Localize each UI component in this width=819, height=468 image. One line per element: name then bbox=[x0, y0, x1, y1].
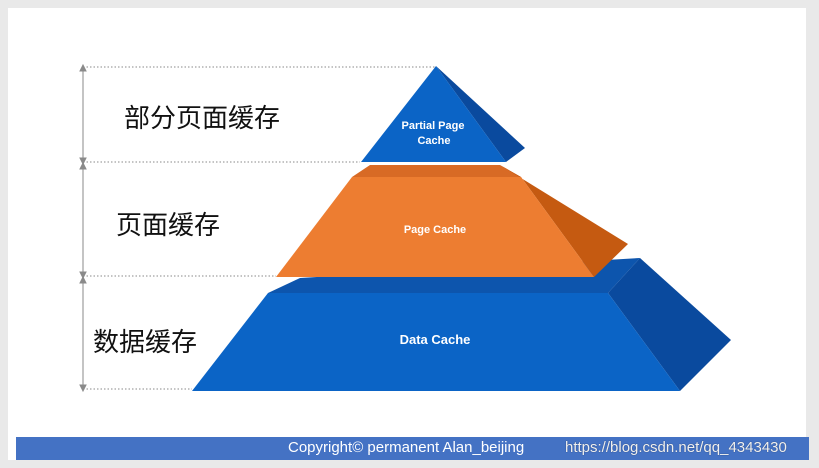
copyright-text: Copyright© permanent Alan_beijing bbox=[288, 439, 525, 456]
page-cache-front-face bbox=[276, 177, 594, 277]
dimension-arrows bbox=[79, 63, 87, 393]
data-cache-front-face bbox=[192, 293, 680, 391]
data-cache-side-face bbox=[608, 258, 731, 391]
footer-bar bbox=[16, 437, 809, 460]
csdn-watermark: https://blog.csdn.net/qq_4343430 bbox=[565, 439, 787, 456]
partial-cache-label-line1: Partial Page bbox=[402, 120, 465, 132]
partial-cache-side-face bbox=[436, 66, 525, 162]
page-cache-top-face bbox=[352, 165, 521, 177]
partial-cache-front-face bbox=[361, 66, 506, 162]
page-cache-label: Page Cache bbox=[404, 224, 466, 236]
page-cache-tier bbox=[276, 165, 628, 277]
data-cache-tier bbox=[192, 258, 731, 391]
page-cache-side-label: 页面缓存 bbox=[116, 211, 221, 241]
page-cache-side-face bbox=[500, 165, 628, 277]
partial-page-cache-side-label: 部分页面缓存 bbox=[124, 104, 281, 134]
guide-lines bbox=[83, 66, 436, 390]
partial-page-cache-tier bbox=[361, 66, 525, 162]
data-cache-label: Data Cache bbox=[400, 332, 471, 347]
data-cache-side-label: 数据缓存 bbox=[93, 328, 198, 358]
partial-cache-label-line2: Cache bbox=[417, 135, 450, 147]
